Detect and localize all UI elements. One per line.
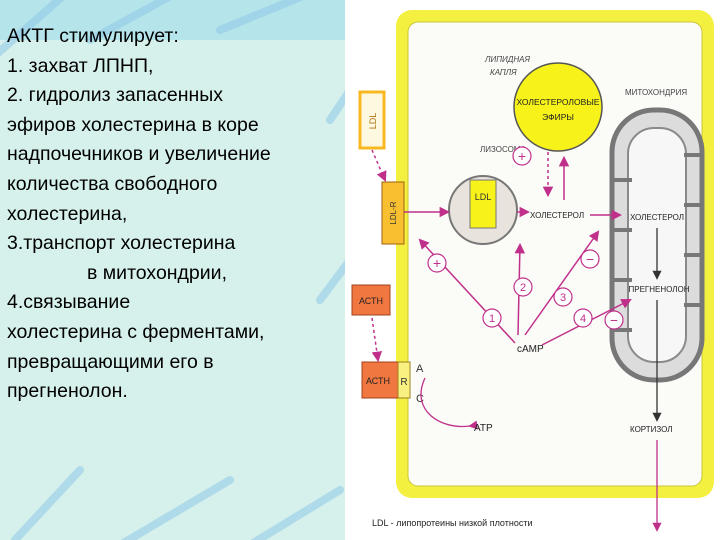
step4-number: 4 [580, 313, 586, 325]
step2-number: 2 [520, 282, 526, 294]
receptor-r-label: R [400, 377, 407, 388]
lipid-drop: ЛИПИДНАЯ КАПЛЯ ХОЛЕСТЕРОЛОВЫЕ ЭФИРЫ [484, 55, 603, 152]
lipid-drop-circle [513, 62, 603, 152]
lysosome-ldl-box [469, 179, 497, 229]
text-line: холестерина, [7, 202, 128, 225]
footnote: LDL - липопротеины низкой плотности [372, 518, 533, 528]
text-line: холестерина с ферментами, [7, 320, 265, 343]
text-panel: АКТГ стимулирует: 1. захват ЛПНП, 2. гид… [7, 22, 347, 407]
receptor-r-box [397, 361, 411, 399]
mitochondria-label: МИТОХОНДРИЯ [625, 88, 687, 97]
cholesterol-esters-label: ХОЛЕСТЕРОЛОВЫЕ [517, 97, 600, 107]
step2-marker [513, 277, 533, 297]
lysosome: ЛИЗОСОМА LDL [448, 145, 526, 245]
text-line: надпочечников и увеличение [7, 143, 271, 166]
minus-marker [580, 249, 600, 269]
lysosome-ldl-label: LDL [475, 192, 492, 202]
step3-marker [553, 287, 573, 307]
cholesterol-esters-label: ЭФИРЫ [542, 112, 574, 122]
mito-cholesterol-label: ХОЛЕСТЕРОЛ [630, 213, 684, 222]
ldl-label: LDL [368, 113, 378, 130]
text-line: количества свободного [7, 172, 218, 195]
text-line: 3.транспорт холестерина [7, 232, 236, 255]
cortisol-label: КОРТИЗОЛ [630, 425, 673, 434]
text-line: эфиров холестерина в коре [7, 113, 259, 136]
acth-receptor-label: АСТН [366, 376, 390, 386]
step4-marker [573, 308, 593, 328]
text-line: превращающими его в [7, 350, 214, 373]
step1-number: 1 [489, 313, 495, 325]
plus-sign: + [433, 255, 441, 271]
text-line: прегненолон. [7, 380, 128, 403]
plus-marker-esters [512, 146, 532, 166]
text-line: в митохондрии, [87, 261, 227, 284]
heading-line: АКТГ стимулирует: [7, 25, 179, 47]
text-line: 1. захват ЛПНП, [7, 54, 154, 77]
lipid-drop-label: КАПЛЯ [490, 68, 517, 77]
atp-label: ATP [474, 423, 493, 434]
pregnenolone-label: ПРЕГНЕНОЛОН [628, 285, 689, 294]
acth-cell-diagram: ЛИПИДНАЯ КАПЛЯ ХОЛЕСТЕРОЛОВЫЕ ЭФИРЫ МИТО… [345, 0, 720, 540]
ldl-particle [358, 90, 386, 150]
minus-sign: − [586, 251, 594, 267]
camp-label: cAMP [517, 344, 544, 355]
step1-marker [482, 308, 502, 328]
minus-sign: − [610, 312, 618, 328]
step3-number: 3 [560, 292, 566, 304]
text-line: 2. гидролиз запасенных [7, 84, 224, 107]
lipid-drop-label: ЛИПИДНАЯ [484, 55, 530, 64]
ldl-receptor [381, 181, 405, 245]
acth-to-receptor-arrow [371, 317, 383, 363]
cholesterol-label: ХОЛЕСТЕРОЛ [530, 211, 584, 220]
minus-marker-mito [604, 310, 624, 330]
adenylate-cyclase-a: A [416, 363, 424, 375]
plus-marker-ldl [427, 253, 447, 273]
cristae [612, 153, 702, 332]
ldl-receptor-label: LDL-R [389, 201, 398, 224]
adenylate-cyclase-c: C [416, 393, 424, 405]
lysosome-label: ЛИЗОСОМА [480, 145, 526, 154]
acth-hormone [351, 284, 391, 316]
acth-label: АСТН [359, 296, 383, 306]
camp-step3-arrow [524, 230, 600, 336]
plus-sign: + [518, 148, 526, 164]
ac-curve [420, 377, 478, 430]
text-line: 4.связывание [7, 291, 131, 314]
